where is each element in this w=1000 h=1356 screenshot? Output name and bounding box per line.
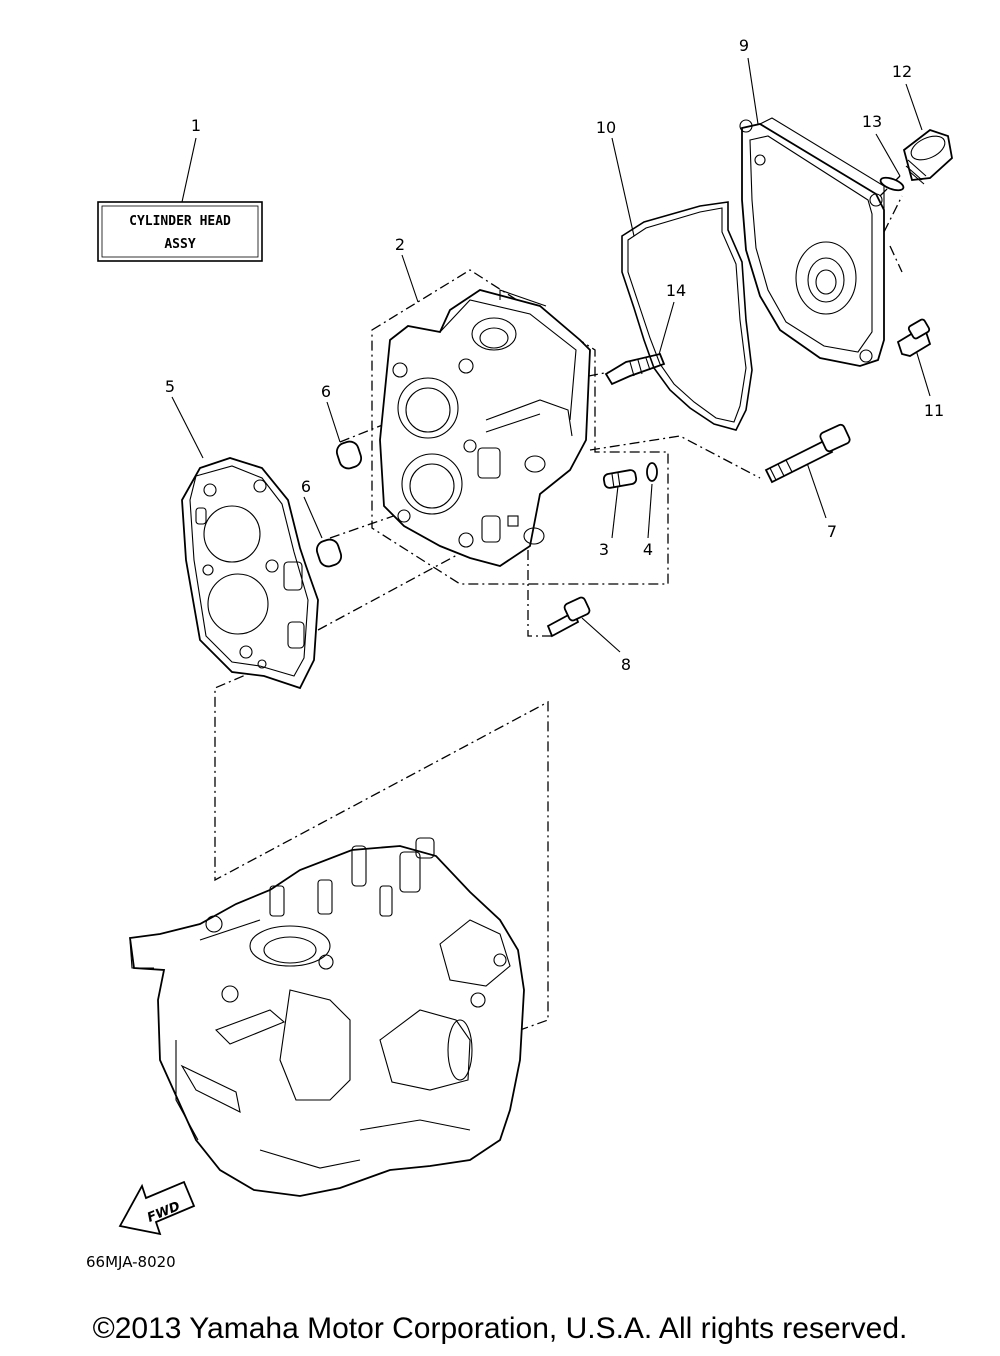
callout-3: 3 bbox=[599, 540, 609, 559]
callout-10: 10 bbox=[596, 118, 616, 137]
o-ring-part bbox=[879, 176, 905, 192]
diagram-code: 66MJA-8020 bbox=[86, 1253, 176, 1271]
cylinder-head-part bbox=[379, 289, 591, 567]
callout-6-lower: 6 bbox=[301, 477, 311, 496]
callout-5: 5 bbox=[165, 377, 175, 396]
callout-14: 14 bbox=[666, 281, 686, 300]
cylinder-head-assy-box: CYLINDER HEAD ASSY bbox=[97, 201, 263, 262]
head-bolt-long-part bbox=[764, 423, 851, 484]
callout-7: 7 bbox=[827, 522, 837, 541]
cylinder-block-part bbox=[128, 837, 525, 1197]
cylinder-head-cover-part bbox=[739, 117, 885, 367]
copyright-notice: ©2013 Yamaha Motor Corporation, U.S.A. A… bbox=[92, 1312, 908, 1345]
thermo-sender-part bbox=[602, 469, 638, 489]
callout-9: 9 bbox=[739, 36, 749, 55]
callout-12: 12 bbox=[892, 62, 912, 81]
gasket-washer-part bbox=[646, 462, 658, 482]
dowel-pin-upper bbox=[335, 440, 363, 470]
cover-bolt-part bbox=[896, 318, 932, 357]
callout-2: 2 bbox=[395, 235, 405, 254]
callout-numbers: 1 2 3 4 5 6 6 7 8 9 10 11 12 13 14 bbox=[165, 36, 944, 674]
callout-6-upper: 6 bbox=[321, 382, 331, 401]
cylinder-head-assy-outline bbox=[371, 269, 669, 585]
callout-11: 11 bbox=[924, 401, 944, 420]
oil-filler-cap-part bbox=[902, 128, 953, 185]
callout-1: 1 bbox=[191, 116, 201, 135]
head-gasket-part bbox=[181, 457, 319, 690]
forward-direction-arrow: FWD bbox=[118, 1180, 196, 1236]
callout-13: 13 bbox=[862, 112, 882, 131]
head-bolt-short-part bbox=[546, 596, 591, 638]
anode-part bbox=[604, 352, 666, 386]
leader-lines bbox=[171, 57, 931, 653]
assy-box-line1: CYLINDER HEAD bbox=[129, 214, 231, 229]
callout-8: 8 bbox=[621, 655, 631, 674]
callout-4: 4 bbox=[643, 540, 653, 559]
cover-gasket-part bbox=[621, 201, 753, 431]
assy-box-line2: ASSY bbox=[164, 237, 195, 252]
dowel-pin-lower bbox=[315, 538, 343, 568]
